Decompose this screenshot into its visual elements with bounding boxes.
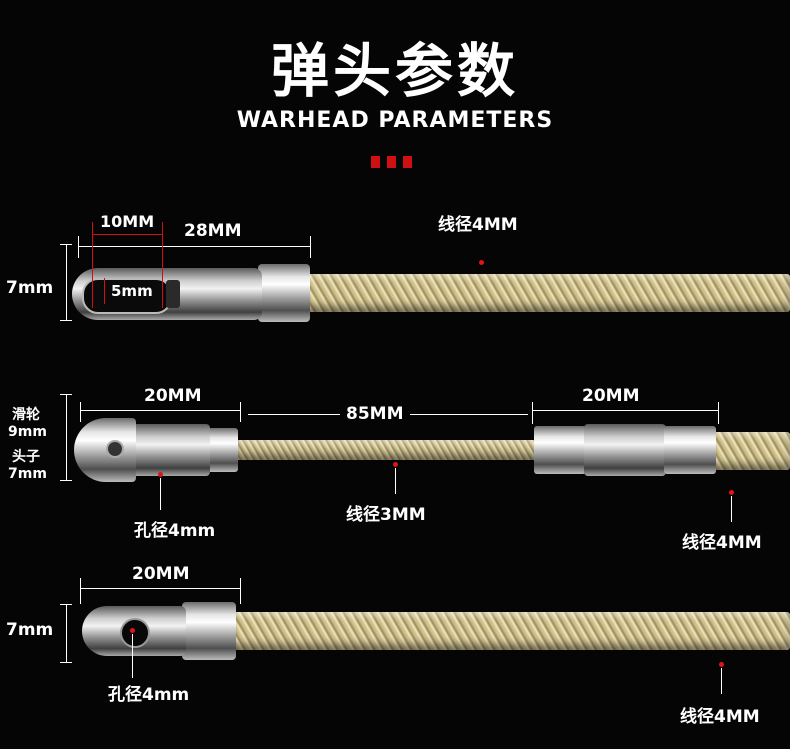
middle-length-label: 85MM: [340, 404, 410, 424]
cable-4mm: [300, 274, 790, 312]
cable-4mm: [230, 612, 790, 650]
connector-nut: [182, 602, 236, 660]
hole-label: 孔径4mm: [108, 685, 190, 705]
page-title: 弹头参数: [270, 37, 519, 105]
bolt-icon: [166, 280, 180, 308]
wire-label: 线径4MM: [438, 215, 518, 235]
wire-marker: [479, 260, 484, 265]
height-label: 7mm: [6, 278, 54, 298]
pulley-size-label: 9mm: [8, 424, 47, 440]
left-length-label: 20MM: [140, 386, 206, 406]
length-label: 20MM: [128, 564, 194, 584]
product-head-2: 20MM 85MM 20MM 滑轮 9mm 头子 7mm 孔径4mm 线径3MM…: [0, 380, 790, 560]
product-head-1: 28MM 10MM 5mm 7mm 线径4MM: [0, 200, 790, 330]
tip-size-label: 7mm: [8, 466, 47, 482]
height-label: 7mm: [6, 620, 54, 640]
thin-wire-marker: [393, 462, 398, 467]
connector-nut: [258, 264, 310, 322]
thin-wire-label: 线径3MM: [346, 505, 426, 525]
coupler-right-nut: [664, 426, 716, 474]
thick-wire-marker: [729, 490, 734, 495]
eye-hole: [82, 278, 172, 314]
hole-label: 孔径4mm: [134, 521, 216, 541]
cable-3mm: [236, 440, 540, 460]
inner-width-label: 10MM: [100, 212, 155, 231]
pulley-wheel: [74, 418, 136, 482]
thick-wire-label: 线径4MM: [682, 533, 762, 553]
coupler-body: [584, 424, 666, 476]
product-head-3: 20MM 7mm 孔径4mm 线径4MM: [0, 560, 790, 749]
pulley-axle-icon: [106, 440, 124, 458]
right-length-label: 20MM: [578, 386, 644, 406]
hole-marker: [130, 628, 135, 633]
pulley-nut: [206, 428, 238, 472]
total-length-label: 28MM: [180, 221, 246, 241]
accent-bars: [371, 156, 413, 168]
wire-label: 线径4MM: [680, 707, 760, 727]
hole-marker: [158, 472, 163, 477]
pulley-label: 滑轮: [12, 407, 40, 423]
page-subtitle: WARHEAD PARAMETERS: [236, 108, 554, 133]
coupler-left-nut: [534, 426, 586, 474]
tip-label: 头子: [12, 449, 40, 465]
wire-marker: [719, 662, 724, 667]
hole-icon: [120, 618, 150, 648]
cable-4mm: [710, 432, 790, 470]
hole-size-label: 5mm: [111, 282, 153, 300]
